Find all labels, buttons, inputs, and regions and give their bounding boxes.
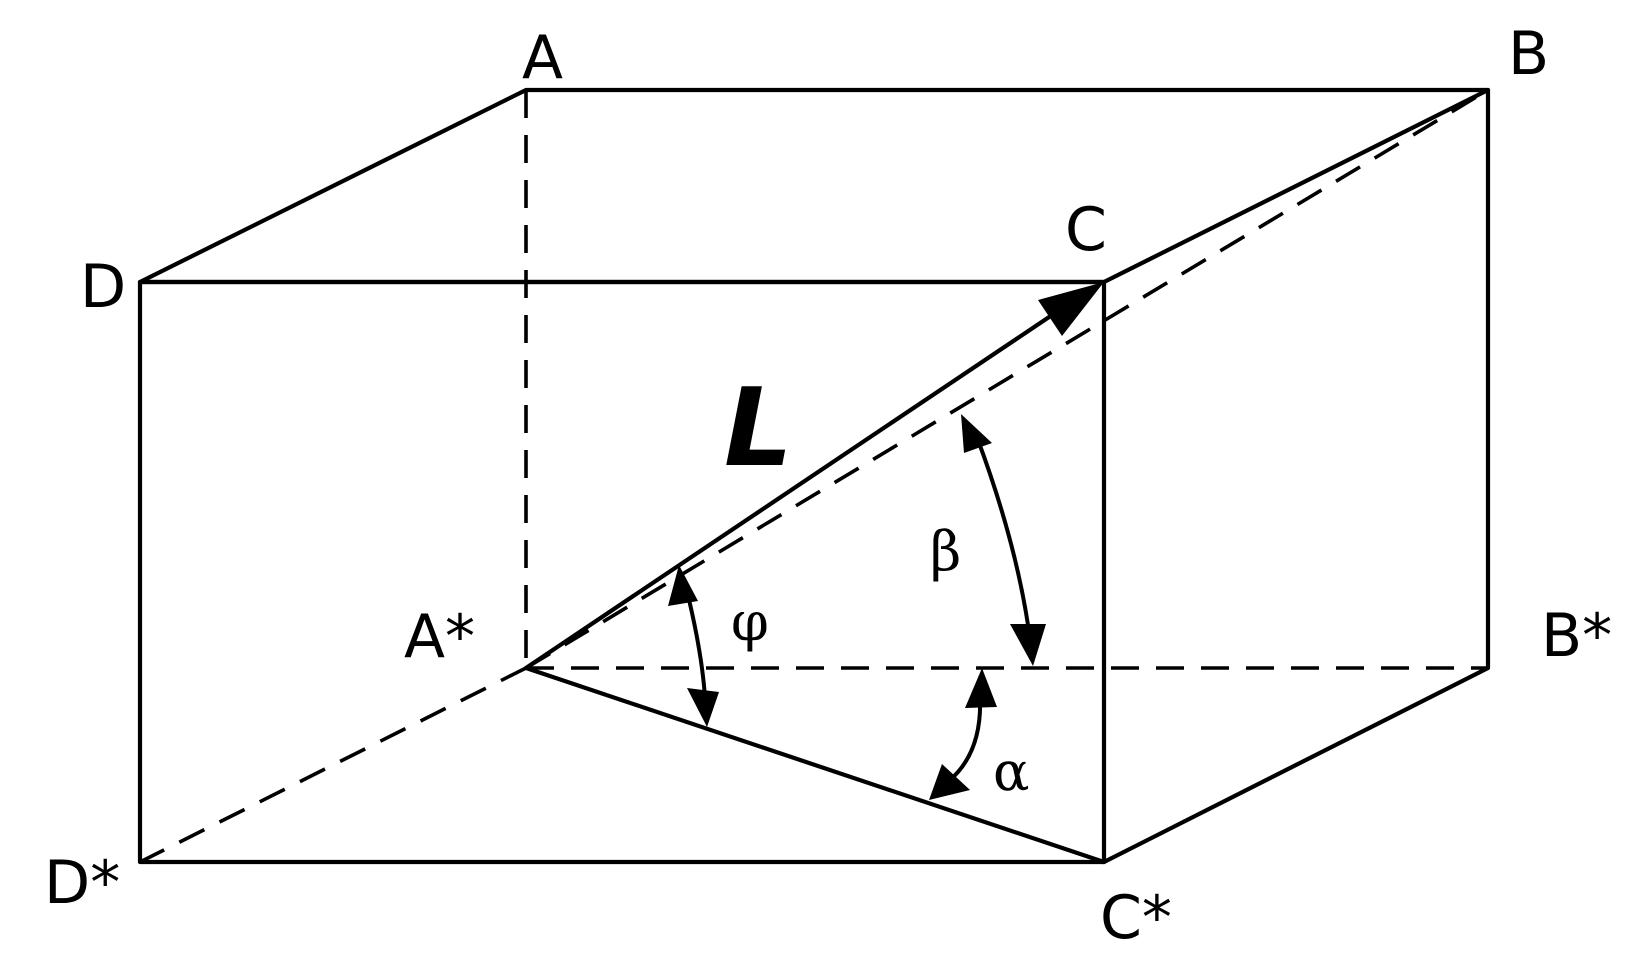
front-face — [137, 279, 1107, 865]
angle-arcs — [668, 414, 1046, 800]
visible-edges — [137, 87, 1491, 865]
projection-line — [523, 665, 1107, 865]
right-face-edges — [1101, 87, 1491, 865]
vector-group — [523, 282, 1107, 865]
vertex-labels: A B C D A* B* C* D* — [44, 19, 1612, 953]
label-vector-l: L — [724, 366, 793, 491]
label-d: D — [80, 252, 126, 322]
label-a-star: A* — [404, 602, 475, 672]
label-c-star: C* — [1100, 883, 1172, 953]
diagonal-astar-b-hidden — [525, 88, 1489, 670]
label-c: C — [1065, 195, 1107, 265]
label-b: B — [1508, 19, 1549, 89]
label-d-star: D* — [44, 848, 120, 918]
phi-arrowhead-bottom — [687, 688, 719, 727]
label-a: A — [522, 23, 563, 93]
edge-astar-dstar-hidden — [139, 666, 527, 864]
phi-arrowhead-top — [668, 565, 698, 606]
alpha-arrowhead-bottom — [929, 764, 970, 800]
alpha-arc — [948, 697, 983, 782]
label-phi: φ — [731, 590, 769, 653]
top-face — [137, 87, 1491, 285]
label-beta: β — [930, 520, 961, 583]
beta-arc — [976, 439, 1030, 626]
alpha-arrowhead-top — [965, 668, 997, 708]
phi-arc — [684, 586, 707, 699]
symbol-labels: L α β φ — [724, 366, 1029, 803]
label-b-star: B* — [1541, 601, 1612, 671]
label-alpha: α — [993, 740, 1029, 803]
beta-arrowhead-bottom — [1010, 624, 1046, 666]
vector-l-line — [523, 300, 1073, 671]
hidden-edges — [139, 88, 1489, 864]
vector-l-arrowhead — [1038, 282, 1104, 336]
beta-arrowhead-top — [961, 414, 992, 453]
